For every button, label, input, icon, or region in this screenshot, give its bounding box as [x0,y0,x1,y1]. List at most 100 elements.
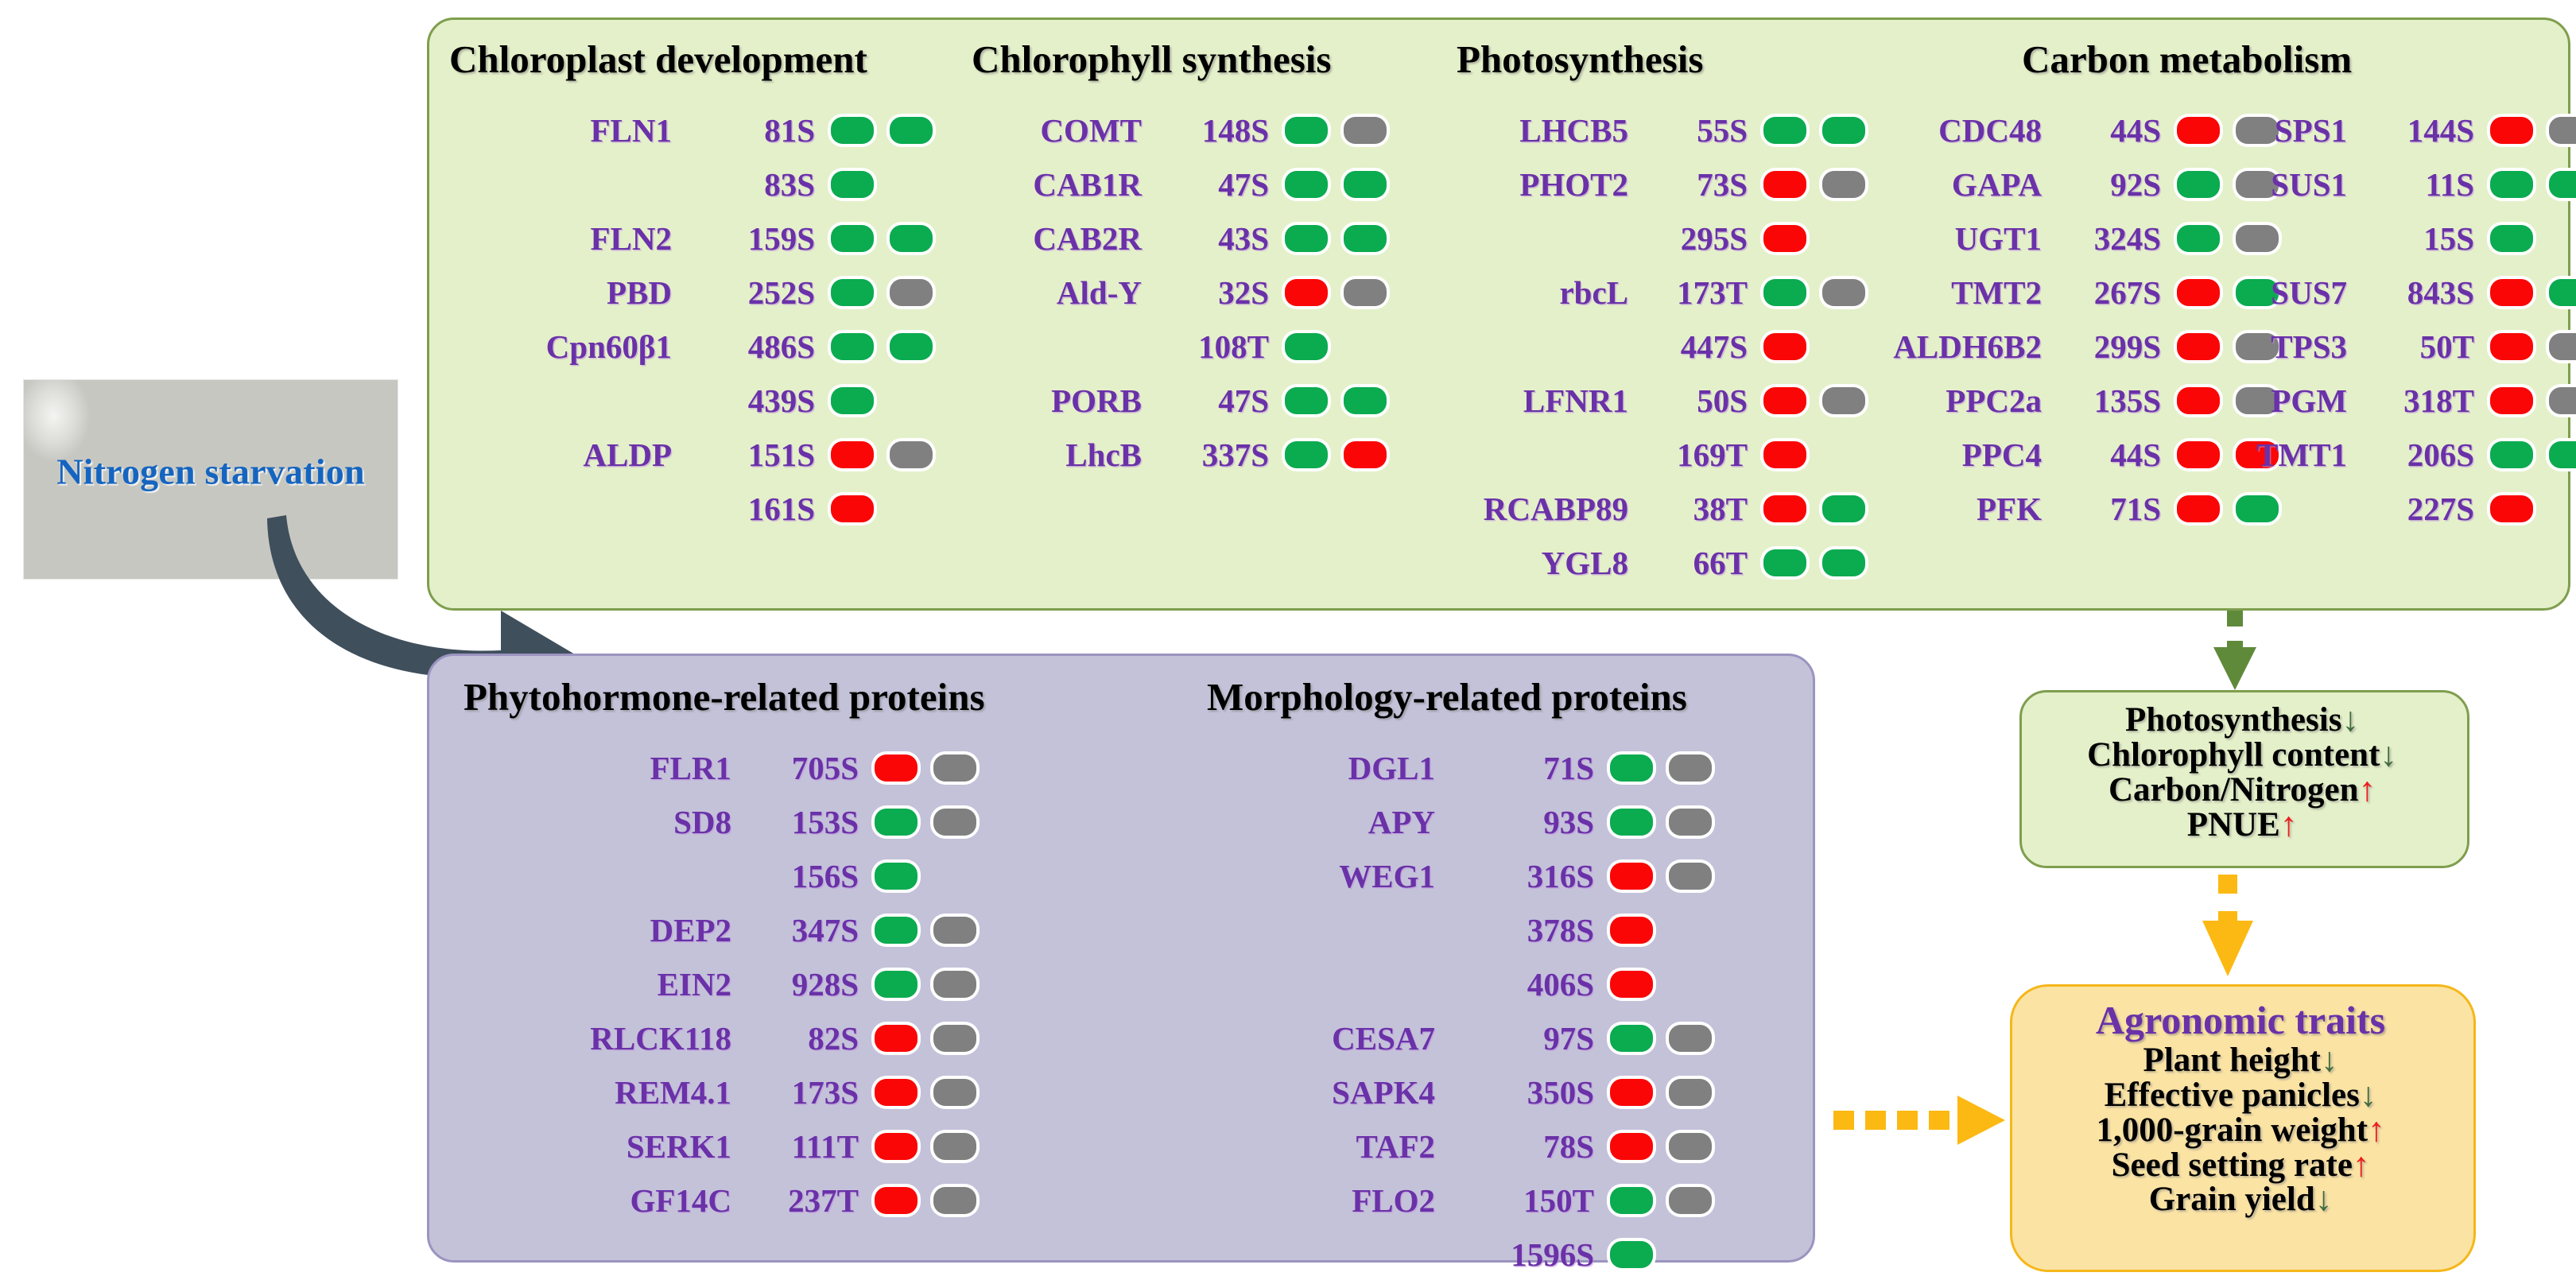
marker-red [1610,1133,1653,1160]
marker-green [1285,117,1328,144]
protein-name: SUS1 [2271,166,2347,203]
marker-green [2490,225,2533,252]
protein-name: LFNR1 [1523,382,1628,419]
regulation-markers [1748,171,1865,198]
marker-empty [1669,917,1712,944]
regulation-markers [2161,441,2279,468]
protein-name: REM4.1 [615,1074,731,1111]
nitrogen-starvation-caption: Nitrogen starvation [56,451,365,492]
phospho-site: 15S [2423,220,2474,257]
regulation-markers [815,441,933,468]
marker-grey [1344,117,1387,144]
marker-green [1285,333,1328,360]
marker-red [1285,279,1328,306]
marker-red [2177,279,2220,306]
phospho-site: 55S [1697,112,1748,149]
marker-red [1763,495,1806,522]
regulation-markers [815,279,933,306]
phospho-site: 169T [1677,436,1748,473]
marker-green [2490,441,2533,468]
protein-name: LHCB5 [1519,112,1628,149]
marker-red [875,1079,918,1106]
regulation-markers [1748,441,1865,468]
marker-red [2490,387,2533,414]
protein-row: 295S [1414,211,1865,266]
protein-name: FLN2 [590,220,673,257]
group-title-photosynthesis: Photosynthesis [1457,37,1704,81]
regulation-markers [2474,171,2576,198]
marker-grey [1822,171,1865,198]
marker-green [875,917,918,944]
regulation-markers [2474,225,2576,252]
regulation-markers [1269,333,1387,360]
marker-green [1610,1241,1653,1268]
marker-grey [933,1025,976,1052]
marker-red [1763,441,1806,468]
phospho-site: 44S [2110,112,2161,149]
phospho-site: 206S [2407,436,2474,473]
marker-empty [2549,225,2576,252]
protein-name: TAF2 [1356,1128,1435,1165]
phospho-site: 705S [791,750,859,786]
phospho-site: 71S [2110,491,2161,527]
regulation-markers [1594,917,1712,944]
phospho-site: 93S [1543,804,1594,840]
marker-grey [933,917,976,944]
marker-green [890,225,933,252]
protein-name: CESA7 [1332,1020,1435,1057]
protein-row: 378S [1228,903,1712,957]
protein-name: ALDP [583,436,672,473]
marker-green [831,333,874,360]
marker-grey [1822,279,1865,306]
phospho-site: 347S [791,912,859,948]
regulation-markers [859,863,976,890]
regulation-markers [815,387,933,414]
regulation-markers [1594,1241,1712,1268]
marker-empty [1669,971,1712,998]
regulation-markers [2161,117,2279,144]
protein-row: 447S [1414,320,1865,374]
marker-green [2490,171,2533,198]
agronomic-traits-title: Agronomic traits [2095,998,2386,1042]
marker-green [2549,279,2576,306]
marker-empty [2549,495,2576,522]
regulation-markers [1269,279,1387,306]
phospho-site: 73S [1697,166,1748,203]
phospho-site: 227S [2407,491,2474,527]
marker-grey [2549,333,2576,360]
marker-red [1763,225,1806,252]
outcome-label: PNUE [2186,805,2280,844]
phospho-site: 71S [1543,750,1594,786]
regulation-markers [859,809,976,836]
marker-red [1763,333,1806,360]
protein-name: PBD [607,274,672,311]
protein-name: TMT2 [1951,274,2042,311]
regulation-markers [2161,171,2279,198]
up-arrow-icon: ↑ [2279,805,2298,844]
regulation-markers [1594,754,1712,782]
phospho-site: 928S [791,966,859,1003]
marker-red [2236,441,2279,468]
regulation-markers [1748,387,1865,414]
up-arrow-icon: ↑ [2368,1111,2385,1149]
nitrogen-starvation-image: Nitrogen starvation [24,380,398,579]
marker-grey [1669,754,1712,782]
phospho-site: 38T [1693,491,1748,527]
